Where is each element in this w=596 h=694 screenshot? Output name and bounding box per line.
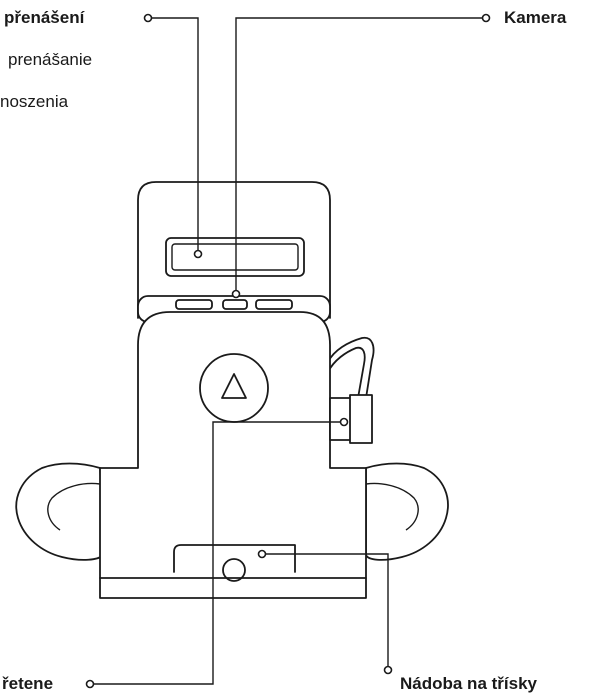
- anchor-chip-bin-start: [257, 549, 267, 559]
- side-cable: [327, 336, 375, 399]
- slot-right: [255, 299, 293, 310]
- label-transfer-line3: noszenia: [0, 92, 69, 111]
- anchor-camera-end: [231, 289, 241, 299]
- leader-spindle: [90, 421, 344, 685]
- label-spindle: řetene: [2, 674, 54, 693]
- anchor-camera-start: [481, 13, 491, 23]
- label-camera: Kamera: [504, 8, 567, 27]
- triangle-up-icon: [221, 373, 247, 399]
- side-connector-cap: [349, 394, 373, 444]
- slot-center: [222, 299, 248, 310]
- chip-bin-knob: [222, 558, 246, 582]
- chip-bin: [173, 544, 296, 573]
- main-body: [99, 311, 367, 599]
- label-chip-bin: Nádoba na třísky: [400, 674, 537, 693]
- anchor-chip-bin-end: [383, 665, 393, 675]
- right-handle-inner: [365, 482, 419, 531]
- slot-left: [175, 299, 213, 310]
- anchor-spindle-end: [339, 417, 349, 427]
- side-cable-inner: [327, 346, 366, 399]
- leader-chip-bin: [262, 553, 389, 670]
- leader-camera: [235, 17, 486, 294]
- anchor-transfer-start: [143, 13, 153, 23]
- label-transfer-title: přenášení: [4, 8, 85, 27]
- display-window: [165, 237, 305, 277]
- leader-transfer: [148, 17, 199, 254]
- right-handle: [365, 462, 449, 561]
- upper-housing: [137, 181, 331, 319]
- anchor-transfer-end: [193, 249, 203, 259]
- anchor-spindle-start: [85, 679, 95, 689]
- label-transfer-line2: prenášanie: [8, 50, 93, 69]
- left-handle: [15, 462, 105, 561]
- display-window-inner: [171, 243, 299, 271]
- left-handle-inner: [47, 482, 101, 531]
